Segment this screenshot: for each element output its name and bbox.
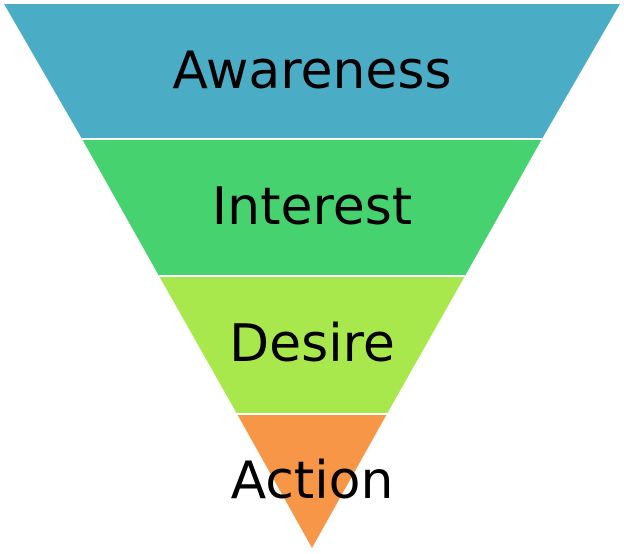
stage-label-action: Action <box>231 451 394 511</box>
funnel-stage-desire: Desire <box>159 276 465 414</box>
funnel-segment-desire <box>159 276 465 414</box>
stage-dividers <box>82 138 542 415</box>
stage-label-awareness: Awareness <box>172 41 451 101</box>
funnel-segment-awareness <box>4 4 620 139</box>
funnel-stage-interest: Interest <box>82 139 542 276</box>
stage-label-desire: Desire <box>229 314 395 374</box>
funnel-segment-interest <box>82 139 542 276</box>
stage-label-interest: Interest <box>212 177 412 237</box>
funnel-segment-action <box>237 414 387 548</box>
funnel-stage-action: Action <box>231 414 394 548</box>
funnel-stage-awareness: Awareness <box>4 4 620 139</box>
